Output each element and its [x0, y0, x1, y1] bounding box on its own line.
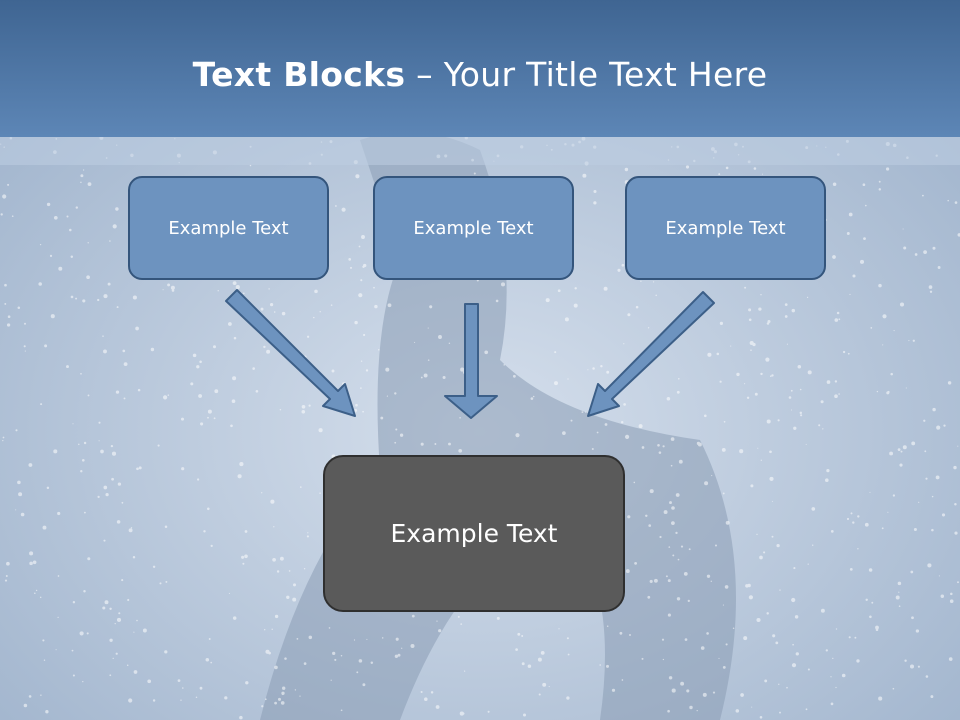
- arrow-left: [225, 289, 356, 417]
- title-bar: [0, 0, 960, 137]
- title-rest: Your Title Text Here: [443, 55, 768, 94]
- title-bold: Text Blocks: [192, 55, 406, 94]
- header-band: [0, 137, 960, 165]
- text-block-bottom-label: Example Text: [390, 519, 558, 548]
- text-block-right-label: Example Text: [665, 217, 786, 239]
- arrow-right: [587, 291, 715, 417]
- arrow-center: [444, 303, 498, 419]
- text-block-center[interactable]: Example Text: [373, 176, 574, 280]
- text-block-right[interactable]: Example Text: [625, 176, 826, 280]
- text-block-bottom[interactable]: Example Text: [323, 455, 625, 612]
- title-separator: –: [405, 55, 444, 94]
- page-title: Text Blocks – Your Title Text Here: [0, 55, 960, 94]
- text-block-left[interactable]: Example Text: [128, 176, 329, 280]
- text-block-left-label: Example Text: [168, 217, 289, 239]
- text-block-center-label: Example Text: [413, 217, 534, 239]
